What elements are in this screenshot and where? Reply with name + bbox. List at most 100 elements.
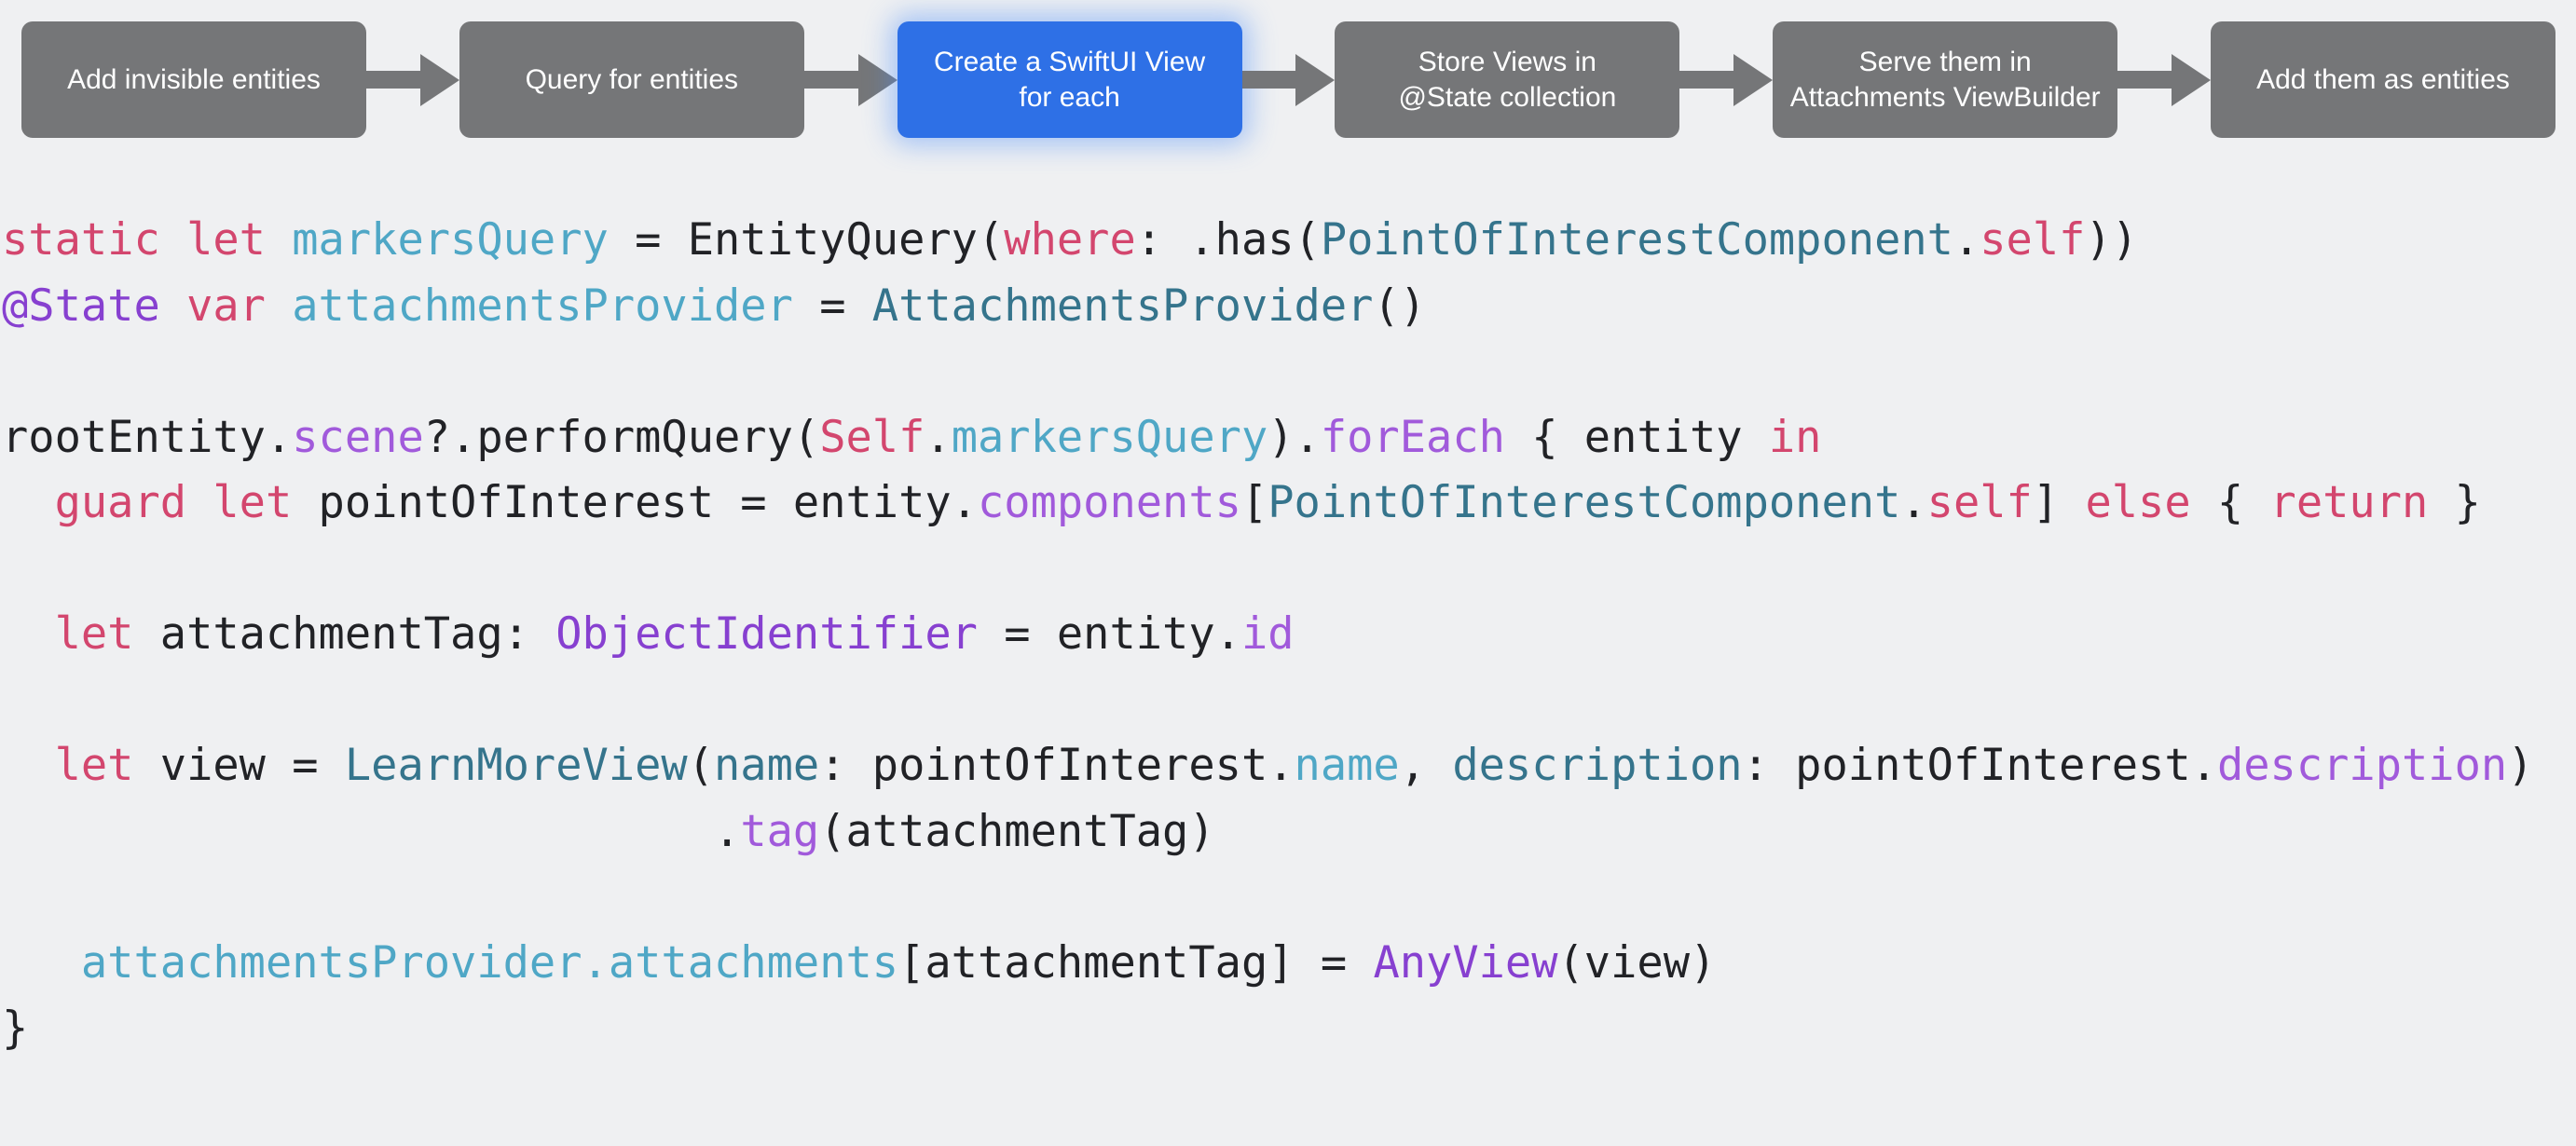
code-token bbox=[160, 280, 186, 332]
arrow-shaft bbox=[1679, 71, 1734, 89]
code-token: name bbox=[714, 740, 820, 791]
code-token: @State bbox=[2, 280, 160, 332]
code-token: AnyView bbox=[1373, 936, 1558, 989]
code-token: LearnMoreView bbox=[344, 740, 688, 791]
arrow-head-icon bbox=[1733, 53, 1774, 106]
code-token: let bbox=[54, 740, 134, 791]
code-token bbox=[266, 280, 292, 332]
code-token bbox=[160, 214, 186, 266]
flow-arrow bbox=[2117, 21, 2211, 138]
code-token: components bbox=[977, 477, 1241, 528]
code-line: rootEntity.scene?.performQuery(Self.mark… bbox=[2, 405, 2534, 471]
code-token: : .has( bbox=[1135, 214, 1321, 266]
arrow-shaft bbox=[366, 71, 420, 89]
code-token: self bbox=[1926, 477, 2033, 528]
flow-step-create-swiftui-view: Create a SwiftUI View for each bbox=[897, 21, 1242, 138]
arrow-shaft bbox=[1241, 71, 1296, 89]
flow-step-add-them-as-entities: Add them as entities bbox=[2210, 21, 2555, 138]
code-token bbox=[266, 214, 292, 266]
code-token: rootEntity. bbox=[2, 411, 293, 463]
code-token: attachmentsProvider bbox=[292, 280, 793, 332]
code-token: = EntityQuery( bbox=[608, 214, 1005, 266]
code-token: (view) bbox=[1557, 936, 1717, 989]
flow-step-label: Create a SwiftUI View for each bbox=[933, 47, 1206, 113]
code-token: self bbox=[1980, 214, 2086, 266]
code-line: guard let pointOfInterest = entity.compo… bbox=[2, 471, 2534, 537]
flow-step-query-for-entities: Query for entities bbox=[459, 21, 804, 138]
flow-bar: Add invisible entities Query for entitie… bbox=[21, 21, 2555, 138]
code-line bbox=[2, 339, 2534, 405]
flow-arrow bbox=[1679, 21, 1774, 138]
code-token: ] bbox=[2032, 477, 2086, 528]
flow-step-label: Add invisible entities bbox=[67, 63, 321, 95]
code-token: tag bbox=[740, 805, 820, 857]
arrow-head-icon bbox=[1295, 53, 1336, 106]
code-token: attachmentsProvider.attachments bbox=[80, 936, 899, 989]
code-token: let bbox=[186, 214, 266, 266]
code-token: ?.performQuery( bbox=[423, 411, 820, 463]
code-token: . bbox=[2, 805, 741, 857]
code-token: markersQuery bbox=[292, 214, 609, 266]
code-token: } bbox=[2, 1003, 29, 1054]
flow-step-label: Serve them in Attachments ViewBuilder bbox=[1789, 47, 2101, 113]
code-token: description bbox=[2216, 740, 2508, 791]
code-token: attachmentTag: bbox=[133, 608, 556, 660]
code-line bbox=[2, 865, 2534, 931]
code-token: scene bbox=[292, 411, 424, 463]
flow-step-add-invisible-entities: Add invisible entities bbox=[21, 21, 366, 138]
flow-step-label: Query for entities bbox=[525, 63, 739, 95]
code-line: static let markersQuery = EntityQuery(wh… bbox=[2, 208, 2534, 274]
code-token: markersQuery bbox=[951, 411, 1268, 463]
code-token: forEach bbox=[1320, 411, 1505, 463]
code-token bbox=[186, 477, 212, 528]
code-token: where bbox=[1004, 214, 1136, 266]
code-token: view = bbox=[133, 740, 345, 791]
code-line: let attachmentTag: ObjectIdentifier = en… bbox=[2, 602, 2534, 668]
code-token: } bbox=[2428, 477, 2481, 528]
code-token: ). bbox=[1267, 411, 1321, 463]
code-line bbox=[2, 668, 2534, 734]
code-token: . bbox=[1900, 477, 1927, 528]
code-line: let view = LearnMoreView(name: pointOfIn… bbox=[2, 733, 2534, 799]
flow-arrow bbox=[366, 21, 459, 138]
code-token: ( bbox=[687, 740, 715, 791]
flow-arrow bbox=[1241, 21, 1336, 138]
code-token: ) bbox=[2507, 740, 2534, 791]
code-token: Self bbox=[819, 411, 925, 463]
code-token: pointOfInterest = entity. bbox=[292, 477, 978, 528]
arrow-shaft bbox=[803, 71, 858, 89]
code-line: } bbox=[2, 996, 2534, 1062]
code-line: attachmentsProvider.attachments[attachme… bbox=[2, 931, 2534, 997]
code-token: () bbox=[1373, 280, 1427, 332]
code-token: . bbox=[925, 411, 952, 463]
code-line: @State var attachmentsProvider = Attachm… bbox=[2, 274, 2534, 340]
code-token: let bbox=[54, 608, 134, 660]
code-token: in bbox=[1768, 411, 1822, 463]
code-token: (attachmentTag) bbox=[819, 805, 1215, 857]
arrow-head-icon bbox=[2171, 53, 2211, 106]
arrow-shaft bbox=[2117, 71, 2172, 89]
code-token: PointOfInterestComponent bbox=[1320, 214, 1953, 266]
code-block: static let markersQuery = EntityQuery(wh… bbox=[2, 208, 2534, 1062]
code-token bbox=[2, 608, 55, 660]
code-token: description bbox=[1452, 740, 1743, 791]
code-token: . bbox=[1953, 214, 1980, 266]
code-token: static bbox=[2, 214, 160, 266]
code-token: [ bbox=[1240, 477, 1268, 528]
code-line: .tag(attachmentTag) bbox=[2, 799, 2534, 866]
code-token: PointOfInterestComponent bbox=[1267, 477, 1901, 528]
arrow-head-icon bbox=[419, 53, 459, 106]
code-token: name bbox=[1294, 740, 1400, 791]
code-token bbox=[2, 477, 55, 528]
code-line bbox=[2, 537, 2534, 603]
flow-arrow bbox=[803, 21, 897, 138]
code-token: AttachmentsProvider bbox=[871, 280, 1374, 332]
code-token: let bbox=[212, 477, 293, 528]
code-token: id bbox=[1240, 608, 1295, 660]
code-token: , bbox=[1399, 740, 1453, 791]
flow-step-serve-in-attachments-viewbuilder: Serve them in Attachments ViewBuilder bbox=[1773, 21, 2118, 138]
code-token: guard bbox=[54, 477, 187, 528]
arrow-head-icon bbox=[857, 53, 897, 106]
flow-step-label: Store Views in @State collection bbox=[1398, 47, 1617, 113]
code-token: : pointOfInterest. bbox=[819, 740, 1295, 791]
